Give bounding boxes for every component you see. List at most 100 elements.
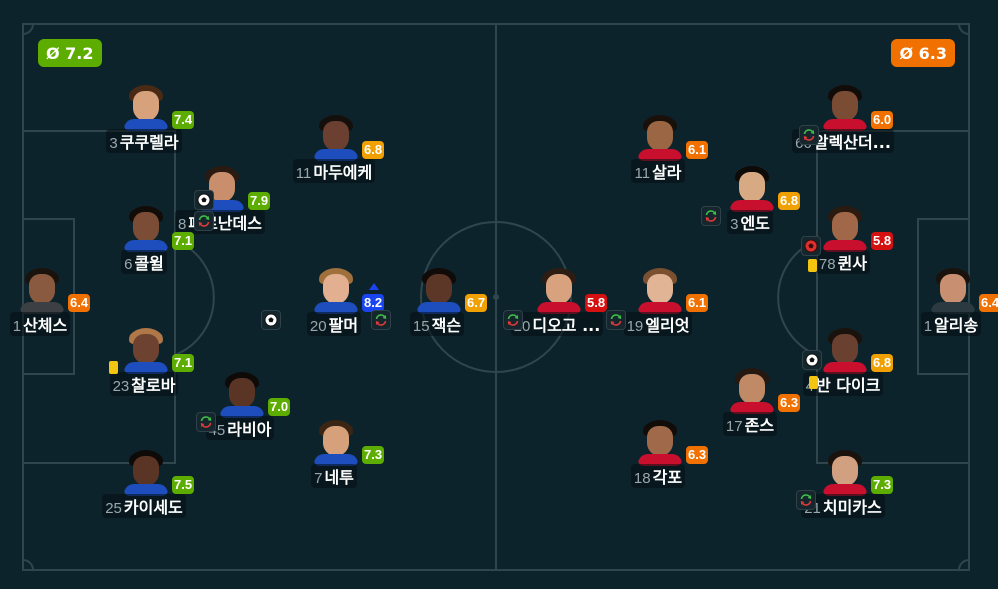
player-shirt [638,302,682,314]
substitution-icon [196,412,216,432]
player-rating: 7.3 [871,476,894,494]
own-goal-icon [801,236,821,256]
player-number: 17 [725,418,743,435]
player-photo [823,206,867,252]
player-shirt [314,302,358,314]
player-shirt [124,119,168,131]
player-photo [730,166,774,212]
yellow-card-icon [109,361,118,374]
player-rating: 5.8 [871,232,894,250]
top-rated-star-icon [369,283,379,290]
player-face [832,456,858,486]
player-number: 7 [314,470,323,487]
player-rating: 7.3 [362,446,385,464]
player-rating: 6.8 [778,192,801,210]
player-name: 팔머 [328,316,359,335]
player-shirt [931,302,975,314]
player-number: 3 [730,216,739,233]
player-shirt [314,149,358,161]
player-photo [730,368,774,414]
player-rating: 6.1 [686,141,709,159]
player-number: 23 [112,378,130,395]
player-name: 라비아 [227,420,272,439]
player-face [739,172,765,202]
player-number: 15 [412,318,430,335]
player-rating: 6.8 [871,354,894,372]
player-name: 산체스 [23,316,68,335]
corner-arc [22,559,34,571]
player-name: 엔도 [740,214,770,233]
player-photo [200,166,244,212]
player-number: 78 [818,256,836,273]
player-shirt [823,240,867,252]
player-name: 알리송 [934,316,979,335]
player-rating: 8.2 [362,294,385,312]
player-name: 엘리엇 [645,316,690,335]
player-number: 19 [626,318,644,335]
away-player-card[interactable]: 6.066알렉산더... [783,85,903,153]
player-face [647,274,673,304]
player-face [133,334,159,364]
home-penalty-arc [174,239,215,356]
corner-arc [958,23,970,35]
player-shirt [730,402,774,414]
player-rating: 6.0 [871,111,894,129]
substitution-icon [503,310,523,330]
player-photo [314,268,358,314]
away-player-card[interactable]: 5.820디오고 ... [497,268,617,336]
player-rating: 7.4 [172,111,195,129]
away-player-card[interactable]: 6.84반 다이크 [783,328,903,396]
player-shirt [823,362,867,374]
player-shirt [124,240,168,252]
player-face [323,121,349,151]
player-photo [823,85,867,131]
player-name: 반 다이크 [815,376,881,395]
player-rating: 5.8 [585,294,608,312]
player-face [426,274,452,304]
player-face [739,374,765,404]
player-shirt [314,454,358,466]
away-player-card[interactable]: 7.321치미카스 [783,450,903,518]
player-rating: 7.1 [172,232,195,250]
player-number: 11 [295,165,312,182]
player-photo [124,328,168,374]
substitution-icon [194,211,214,231]
player-face [940,274,966,304]
player-face [832,91,858,121]
substitution-icon [701,206,721,226]
player-face [647,121,673,151]
corner-arc [958,559,970,571]
player-photo [124,85,168,131]
player-photo [638,420,682,466]
yellow-card-icon [809,376,818,389]
player-rating: 6.3 [778,394,801,412]
